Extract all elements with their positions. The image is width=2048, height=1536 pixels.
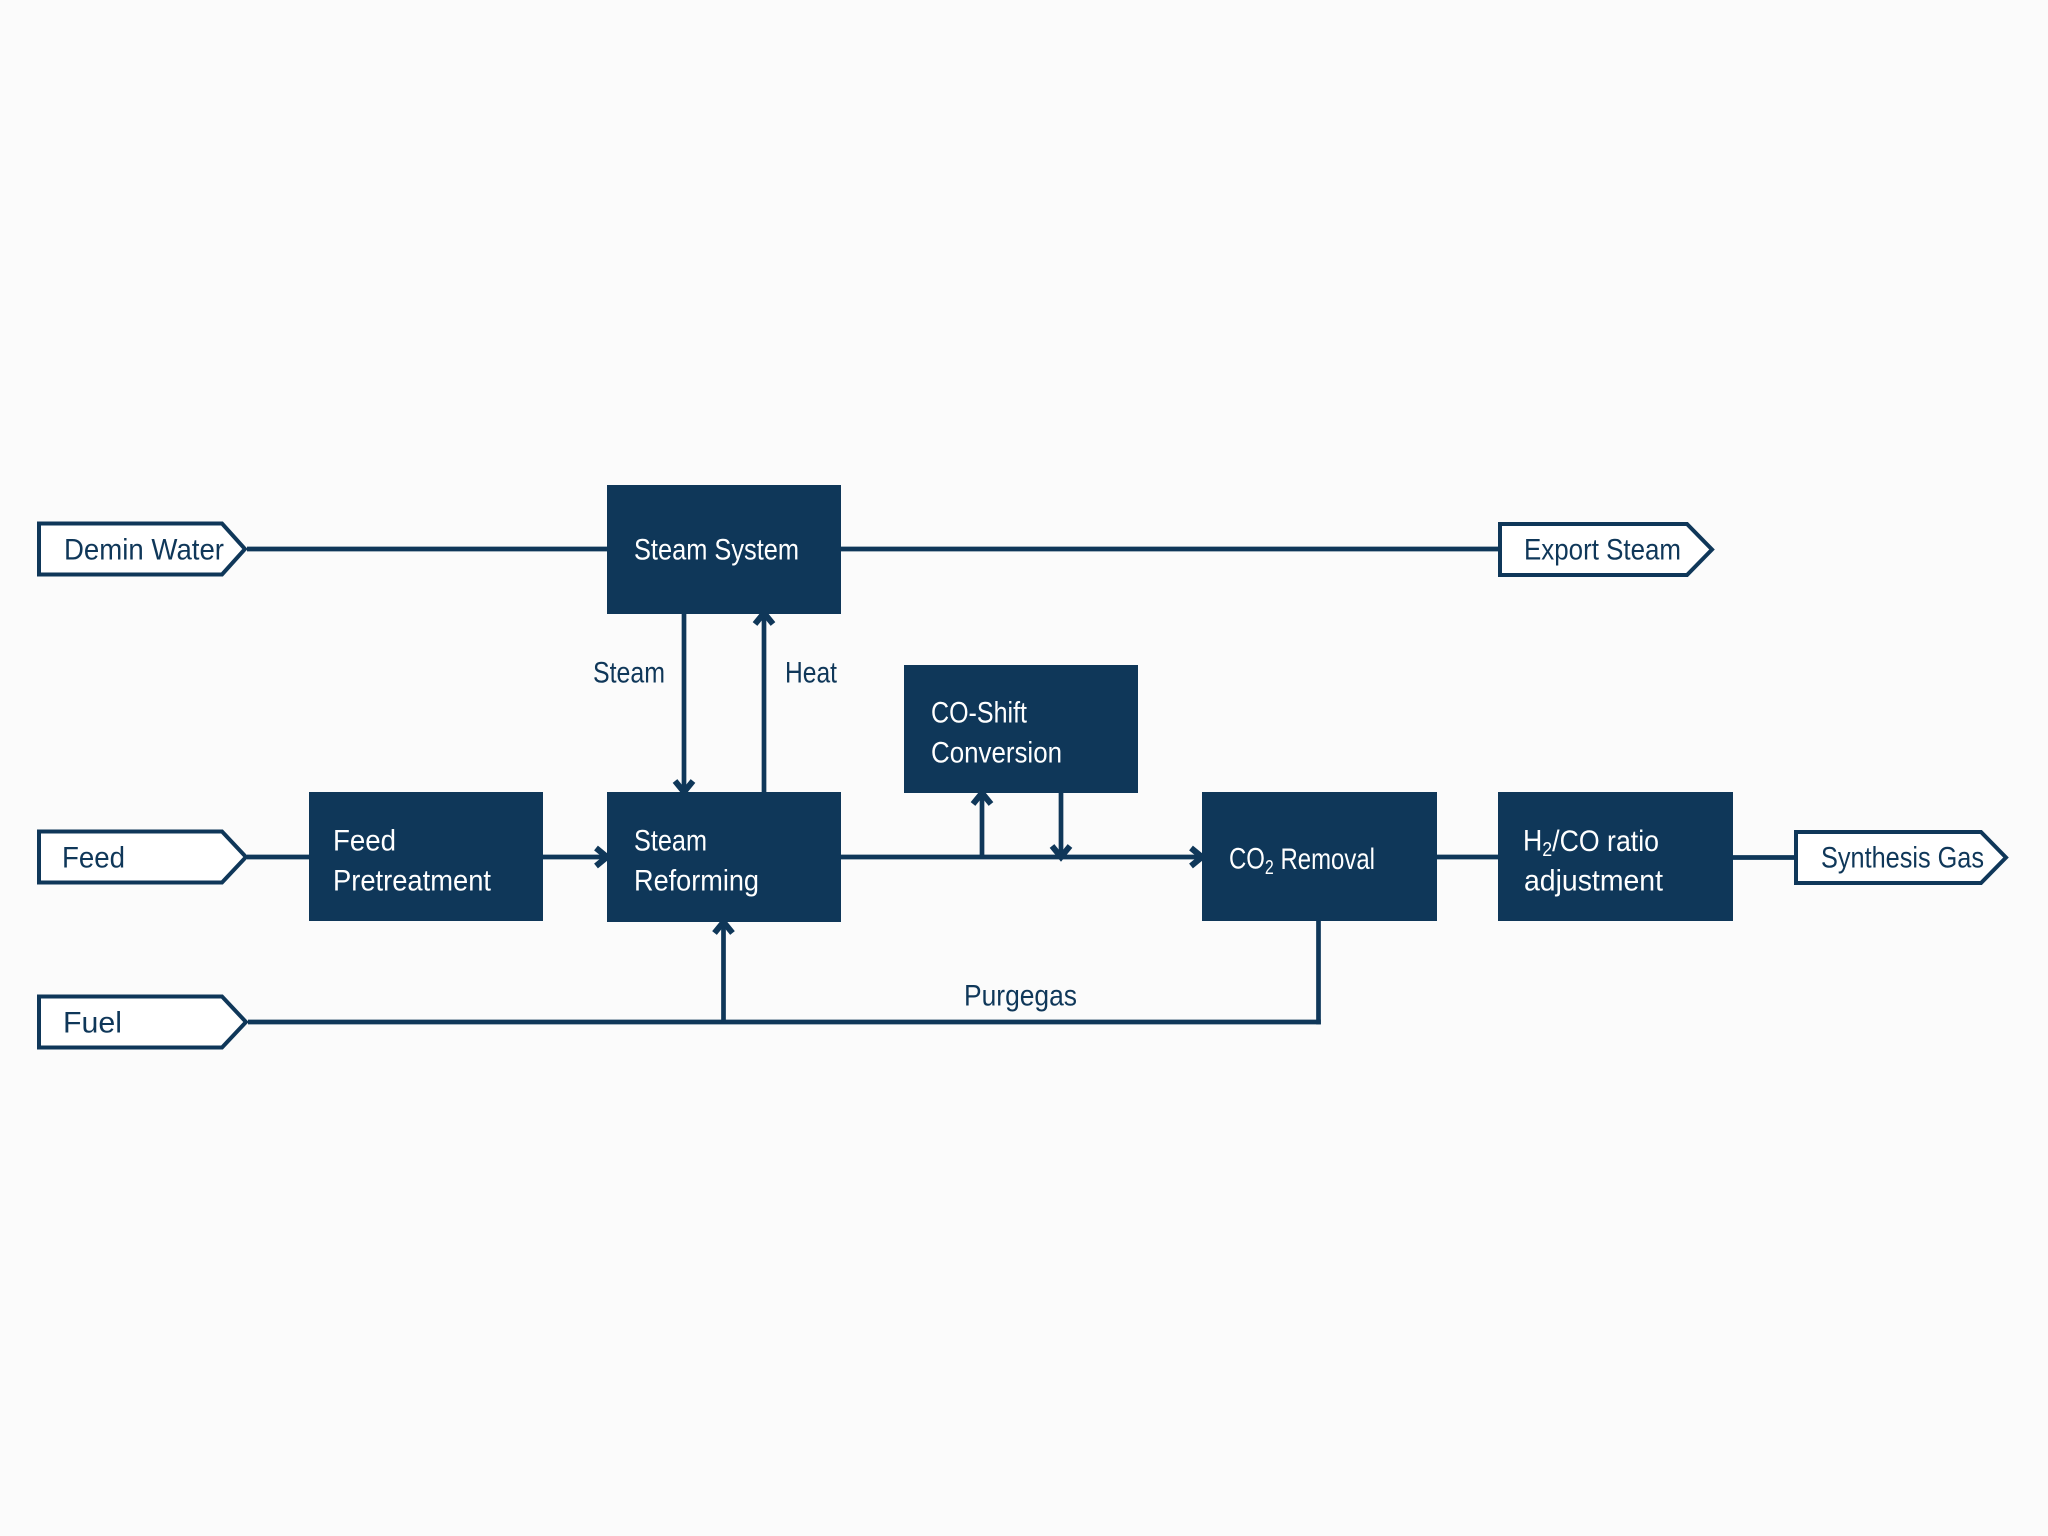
svg-text:Synthesis Gas: Synthesis Gas [1821, 842, 1984, 875]
svg-text:Feed: Feed [62, 842, 125, 875]
svg-text:Steam: Steam [634, 825, 707, 858]
svg-text:Purgegas: Purgegas [964, 980, 1077, 1013]
svg-text:adjustment: adjustment [1524, 865, 1664, 898]
svg-text:Pretreatment: Pretreatment [333, 865, 492, 898]
svg-text:Steam: Steam [593, 657, 665, 690]
svg-text:Demin Water: Demin Water [64, 534, 224, 567]
svg-text:Reforming: Reforming [634, 865, 759, 898]
svg-text:Steam System: Steam System [634, 534, 799, 567]
svg-text:Conversion: Conversion [931, 737, 1062, 770]
svg-text:Export Steam: Export Steam [1524, 534, 1681, 567]
svg-text:Heat: Heat [785, 657, 838, 690]
svg-text:Fuel: Fuel [63, 1007, 122, 1040]
svg-text:Feed: Feed [333, 825, 396, 858]
svg-text:CO2 Removal: CO2 Removal [1229, 843, 1375, 880]
svg-text:H2/CO ratio: H2/CO ratio [1523, 825, 1659, 862]
svg-text:CO-Shift: CO-Shift [931, 697, 1028, 730]
